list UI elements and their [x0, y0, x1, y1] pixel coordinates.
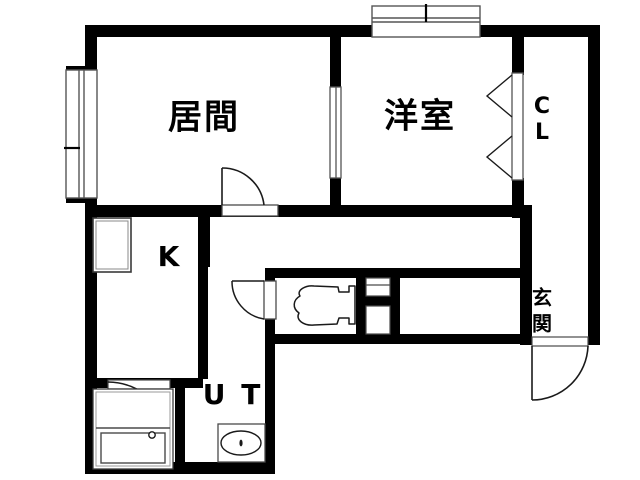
washbasin-drain — [217, 423, 266, 463]
windows-group — [64, 4, 481, 199]
closet-label-line2: L — [535, 120, 549, 145]
wall-toilet-top — [265, 268, 400, 278]
wall-kitchen-right-lower — [198, 267, 208, 343]
fixtures-group — [92, 217, 391, 470]
wall-ut-right — [265, 334, 275, 470]
wall-living-kitchen-divider — [85, 205, 210, 217]
wall-hall-bottom-right — [400, 334, 532, 344]
wall-bedroom-north-left — [341, 25, 373, 37]
wall-hall-lower-right — [400, 268, 522, 278]
bathtub — [92, 388, 174, 470]
wall-top-right — [485, 25, 600, 37]
wall-tank-right — [390, 268, 400, 344]
wall-left-window-sill — [66, 195, 97, 203]
room-label-kitchen: K — [158, 240, 183, 273]
wall-toilet-left-lower — [265, 318, 275, 344]
wall-living-bedroom-lower — [330, 178, 341, 217]
wall-entrance-left — [520, 205, 532, 345]
window-living-west — [64, 69, 98, 199]
wall-hall-top-right — [268, 205, 520, 217]
wall-top-living — [85, 25, 363, 37]
toilet-tank — [365, 277, 391, 335]
room-label-bedroom: 洋室 — [384, 97, 456, 137]
wall-tank-divider — [366, 296, 390, 306]
closet-label-line1: C — [534, 94, 550, 119]
toilet-bowl — [293, 285, 356, 326]
wall-toilet-right — [356, 268, 366, 344]
wall-bedroom-closet-upper — [512, 25, 524, 75]
entrance-label-char1: 玄 — [532, 286, 552, 310]
kitchen-sink-counter — [92, 217, 132, 273]
room-label-living: 居間 — [168, 98, 240, 138]
sliding-door-living-bedroom — [329, 86, 342, 179]
bifold-door-closet — [485, 72, 524, 181]
entrance-label-char2: 関 — [532, 312, 552, 336]
wall-toilet-bottom — [265, 334, 400, 344]
room-labels-group: 居間 洋室 K U T C L 玄 関 — [158, 94, 552, 411]
wall-bedroom-north-right — [478, 25, 490, 37]
wall-toilet-left-upper — [265, 268, 275, 282]
swing-door-toilet — [231, 280, 277, 320]
wall-corridor-left — [198, 343, 208, 379]
bay-window-bedroom-north — [371, 4, 481, 38]
wall-left-living-upper — [85, 25, 97, 73]
swing-door-living — [221, 167, 279, 217]
room-label-utility: U T — [203, 378, 264, 411]
wall-right-outer — [588, 25, 600, 345]
walls-group — [66, 25, 600, 474]
swing-door-entrance — [531, 336, 589, 401]
wall-kitchen-right-upper — [198, 205, 210, 267]
wall-living-bedroom-upper — [330, 25, 341, 87]
